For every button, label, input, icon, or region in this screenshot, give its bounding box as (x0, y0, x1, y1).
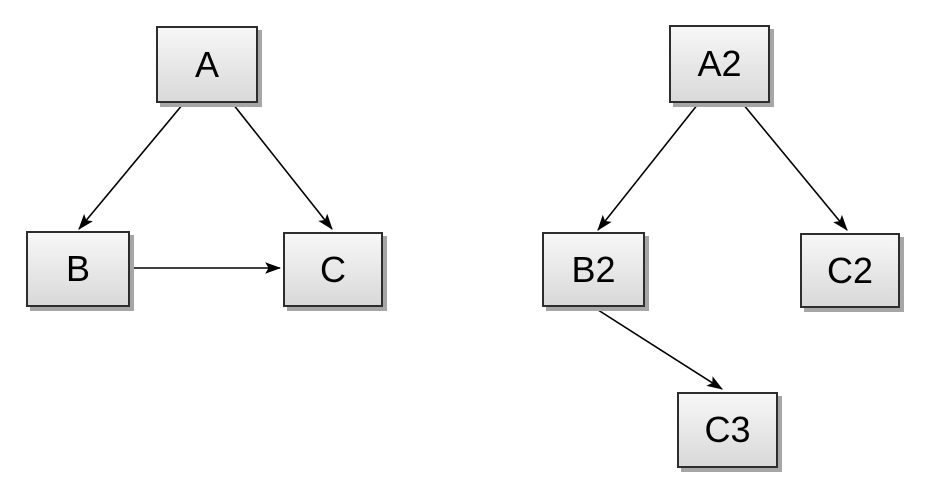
edge-A-B (78, 103, 184, 230)
node-label: C (320, 248, 346, 290)
node-label: B (65, 248, 90, 289)
node-C[interactable]: C (283, 232, 383, 307)
node-B2[interactable]: B2 (542, 232, 645, 307)
node-A2[interactable]: A2 (669, 25, 770, 103)
edge-A-C (232, 103, 333, 230)
node-C2[interactable]: C2 (800, 233, 900, 308)
edge-A2-B2 (597, 103, 699, 231)
node-label: A (194, 43, 219, 85)
node-C3[interactable]: C3 (677, 392, 778, 468)
edge-A2-C2 (742, 103, 848, 231)
node-B[interactable]: B (26, 231, 130, 307)
node-label: C2 (826, 249, 874, 291)
edge-B2-C3 (594, 307, 723, 390)
node-label: B2 (571, 248, 616, 290)
edge-group (78, 103, 848, 390)
node-label: A2 (697, 43, 742, 84)
node-A[interactable]: A (156, 26, 258, 103)
node-label: C3 (704, 409, 751, 450)
